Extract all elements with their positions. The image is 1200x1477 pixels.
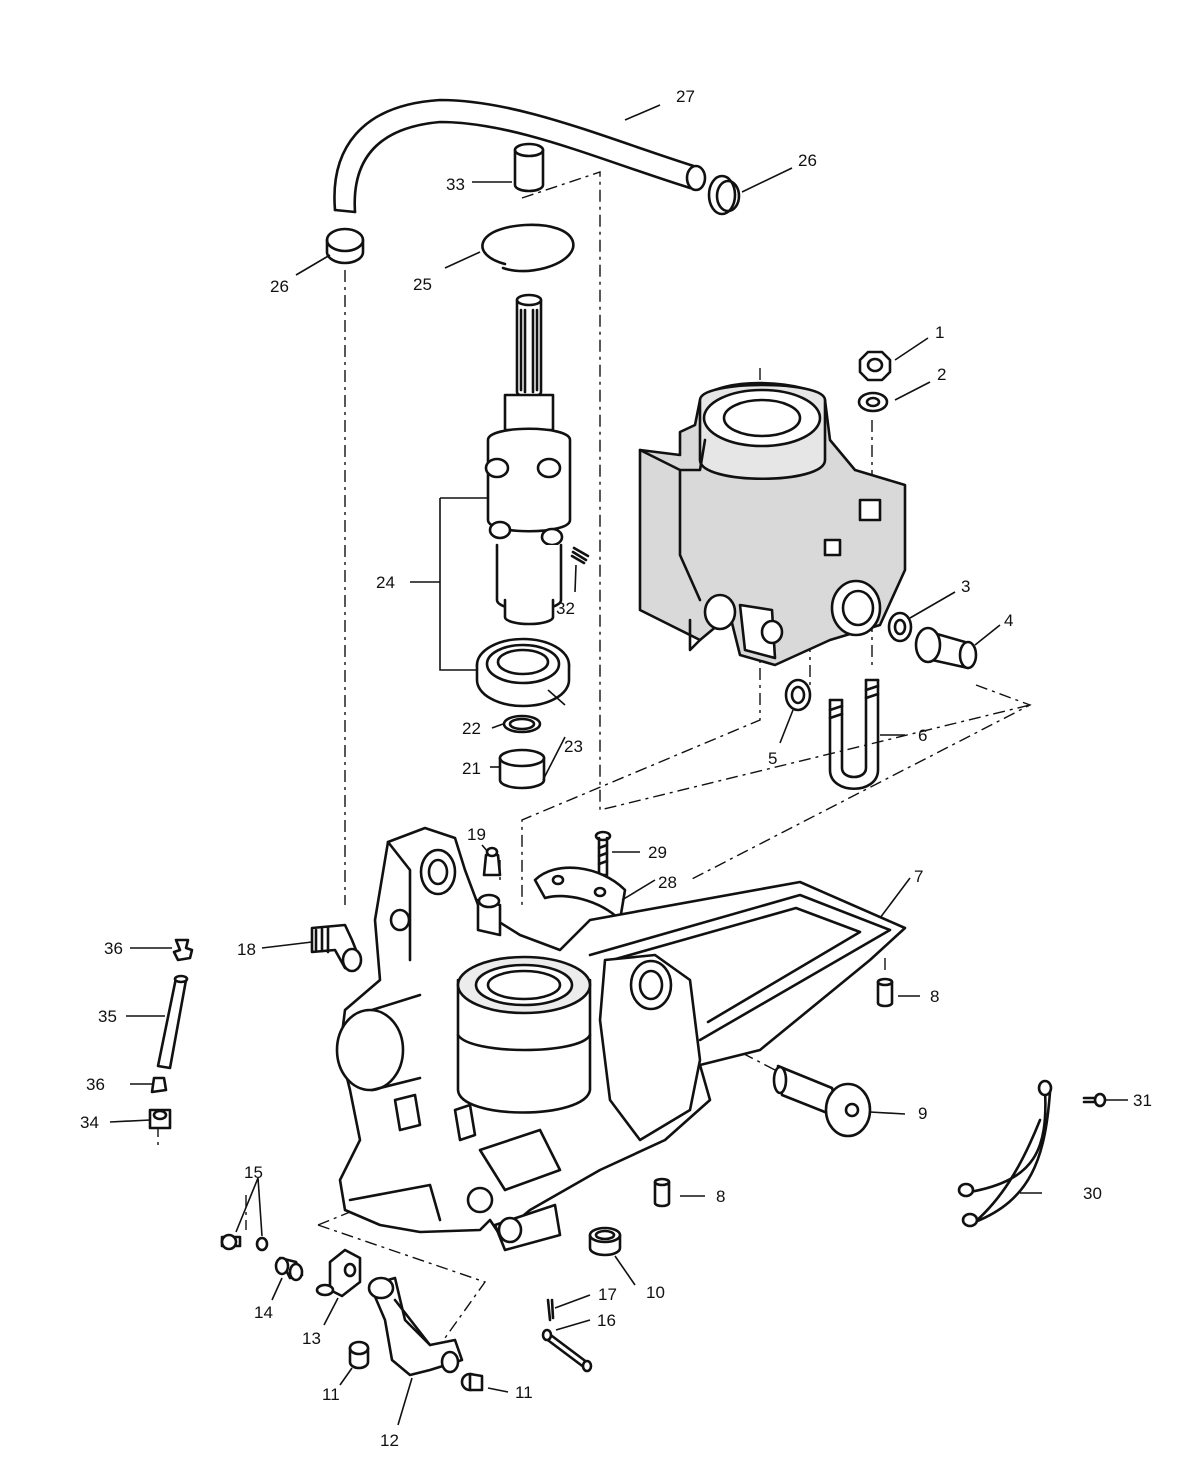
callout-17: 17 (598, 1285, 617, 1304)
bracket-13 (315, 1248, 362, 1298)
snap-ring-25 (481, 223, 575, 273)
callout-2: 2 (937, 365, 946, 384)
bushing-21 (498, 748, 546, 790)
callout-8-upper: 8 (930, 987, 939, 1006)
screw-15 (220, 1233, 269, 1252)
leader-lines (109, 104, 1128, 1426)
callout-21: 21 (462, 759, 481, 778)
pin-16 (541, 1328, 593, 1373)
screw-31 (1082, 1092, 1107, 1108)
callout-3: 3 (961, 577, 970, 596)
washer-2 (857, 391, 889, 413)
callout-30: 30 (1083, 1184, 1102, 1203)
callout-11-right: 11 (515, 1383, 533, 1402)
callout-5: 5 (768, 749, 777, 768)
callout-22: 22 (462, 719, 481, 738)
washer-22 (502, 714, 542, 734)
dowel-pin-8-upper (876, 977, 894, 1008)
callout-labels: 1 2 3 4 5 6 7 8 8 9 10 11 11 12 13 14 15… (80, 87, 1152, 1450)
callout-36-lower: 36 (86, 1075, 105, 1094)
callout-33: 33 (446, 175, 465, 194)
callout-26-right: 26 (798, 151, 817, 170)
callout-18: 18 (237, 940, 256, 959)
bearing-23 (475, 637, 571, 708)
callout-25: 25 (413, 275, 432, 294)
gimbal-housing (638, 381, 907, 667)
washer-3 (887, 611, 913, 643)
callout-9: 9 (918, 1104, 927, 1123)
callout-36-upper: 36 (104, 939, 123, 958)
ground-wire-30 (957, 1079, 1053, 1228)
callout-13: 13 (302, 1329, 321, 1348)
callout-15: 15 (244, 1163, 263, 1182)
pivot-pin-9 (772, 1064, 872, 1138)
clamp-28 (533, 866, 627, 922)
callout-31: 31 (1133, 1091, 1152, 1110)
hose-clamp-26-right (707, 174, 741, 216)
callout-23: 23 (564, 737, 583, 756)
hose-27 (333, 98, 707, 214)
callout-12: 12 (380, 1431, 399, 1450)
fitting-14 (274, 1256, 304, 1282)
hose-35 (156, 974, 189, 1070)
bushing-11-left (348, 1340, 370, 1370)
callout-16: 16 (597, 1311, 616, 1330)
callout-1: 1 (935, 323, 944, 342)
set-screw-32 (570, 546, 590, 565)
callout-6: 6 (918, 726, 927, 745)
dowel-pin-8-lower (653, 1177, 671, 1208)
callout-10: 10 (646, 1283, 665, 1302)
callout-24: 24 (376, 573, 395, 592)
elbow-fitting-18 (310, 923, 363, 973)
bushing-11-right (460, 1372, 484, 1392)
callout-11-left: 11 (322, 1385, 340, 1404)
u-joint-shaft-24 (484, 293, 572, 626)
callout-8-lower: 8 (716, 1187, 725, 1206)
callout-27: 27 (676, 87, 695, 106)
bushing-10 (588, 1226, 622, 1257)
shift-lever-12 (367, 1276, 464, 1377)
screw-29 (594, 830, 612, 877)
nut-1 (858, 350, 892, 382)
callout-32: 32 (556, 599, 575, 618)
callout-28: 28 (658, 873, 677, 892)
grease-fitting-19 (482, 846, 502, 877)
callout-19: 19 (467, 825, 486, 844)
callout-26-left: 26 (270, 277, 289, 296)
callout-7: 7 (914, 867, 923, 886)
callout-14: 14 (254, 1303, 273, 1322)
fitting-36-upper (172, 938, 194, 962)
callout-4: 4 (1004, 611, 1013, 630)
u-bolt-6 (828, 678, 880, 791)
cotter-pin-17 (546, 1298, 555, 1322)
gimbal-ring-7 (335, 826, 907, 1252)
hose-clamp-26-left (325, 227, 365, 265)
callout-29: 29 (648, 843, 667, 862)
callout-35: 35 (98, 1007, 117, 1026)
cap-33 (513, 142, 545, 193)
fitting-34 (148, 1108, 172, 1130)
callout-34: 34 (80, 1113, 99, 1132)
pivot-pin-4 (914, 626, 978, 670)
fitting-36-lower (150, 1076, 168, 1094)
washer-5 (784, 678, 812, 712)
